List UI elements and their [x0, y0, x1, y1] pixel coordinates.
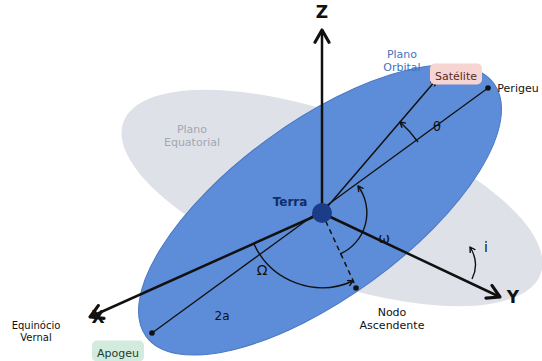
earth [312, 203, 332, 223]
apogee-dot [149, 330, 155, 336]
node-text: Satélite [435, 70, 477, 83]
diagram-label: Perigeu [497, 83, 538, 96]
diagram-label: Ω [257, 262, 268, 278]
diagram-label: Z [316, 3, 328, 23]
z-axis [321, 30, 324, 213]
diagram-label: Terra [273, 196, 308, 210]
perigee-arc [340, 186, 367, 254]
diagram-label: Plano Equatorial [152, 124, 232, 149]
omega-node-arc [254, 244, 353, 288]
diagram-label: Y [507, 288, 519, 308]
satellite-vector [322, 80, 436, 213]
diagram-label: Equinócio Vernal [3, 320, 69, 343]
diagram-label: Nodo Ascendente [352, 307, 432, 332]
highlight-tag: Apogeu [92, 341, 144, 361]
diagram-label: ω [378, 230, 390, 246]
diagram-label: Plano Orbital [377, 49, 427, 74]
node-dot [353, 285, 359, 291]
x-axis [90, 213, 322, 317]
diagram-label: θ [433, 120, 441, 135]
y-axis [322, 213, 500, 297]
inclination-arc [470, 247, 476, 279]
perigee-dot [485, 85, 491, 91]
orbital-plane [94, 12, 542, 361]
highlight-tag: Satélite [430, 64, 482, 85]
node-text: Apogeu [97, 347, 139, 360]
anomaly-arc [400, 122, 418, 142]
diagram-label: 2a [215, 310, 230, 324]
diagram-label: X [91, 308, 104, 328]
node-line [322, 213, 356, 287]
diagram-label: i [484, 239, 488, 255]
major-axis [152, 88, 488, 333]
